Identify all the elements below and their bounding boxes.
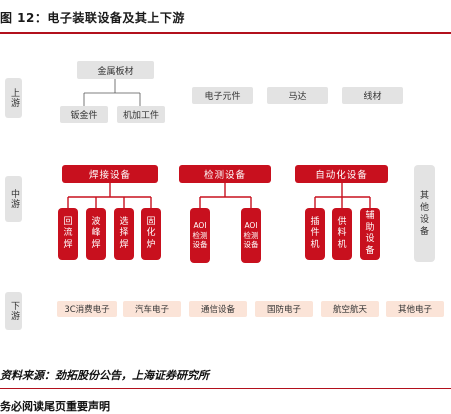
figure-title: 图 12：电子装联设备及其上下游 [0,11,185,25]
downstream-defense-electronics: 国防电子 [255,301,313,317]
selective-soldering-box: 选择焊 [114,208,134,260]
auxiliary-equipment-box: 辅助设备 [360,208,380,260]
upstream-metal-sheet: 金属板材 [77,61,154,79]
upstream-wire: 线材 [342,87,403,104]
reflow-soldering-box: 回流焊 [58,208,78,260]
insertion-machine-box: 插件机 [305,208,325,260]
curing-oven-box: 固化炉 [141,208,161,260]
stage-label-downstream: 下游 [5,292,22,330]
welding-equipment-header: 焊接设备 [62,165,158,183]
automation-equipment-header: 自动化设备 [295,165,388,183]
aoi-inspection-box: AOI检测设备 [190,208,210,263]
aoi-inspection-box: AOI检测设备 [241,208,261,263]
source-divider [0,388,451,389]
downstream-communication-equipment: 通信设备 [189,301,247,317]
stage-label-midstream: 中游 [5,176,22,222]
upstream-machined-parts: 机加工件 [117,106,165,123]
downstream-automotive-electronics: 汽车电子 [123,301,181,317]
downstream-other-electronics: 其他电子 [386,301,444,317]
upstream-motor: 马达 [267,87,328,104]
inspection-equipment-header: 检测设备 [179,165,271,183]
title-divider [0,32,451,34]
upstream-electronic-components: 电子元件 [192,87,253,104]
stage-label-upstream: 上游 [5,78,22,118]
downstream-3c-consumer-electronics: 3C消费电子 [57,301,117,317]
wave-soldering-box: 波峰焊 [86,208,106,260]
feeder-machine-box: 供料机 [332,208,352,260]
footer-disclaimer: 务必阅读尾页重要声明 [0,400,110,413]
upstream-sheet-metal-parts: 钣金件 [60,106,108,123]
source-note: 资料来源：劲拓股份公告，上海证券研究所 [0,369,209,382]
other-equipment-box: 其他设备 [414,165,435,262]
downstream-aerospace: 航空航天 [321,301,379,317]
